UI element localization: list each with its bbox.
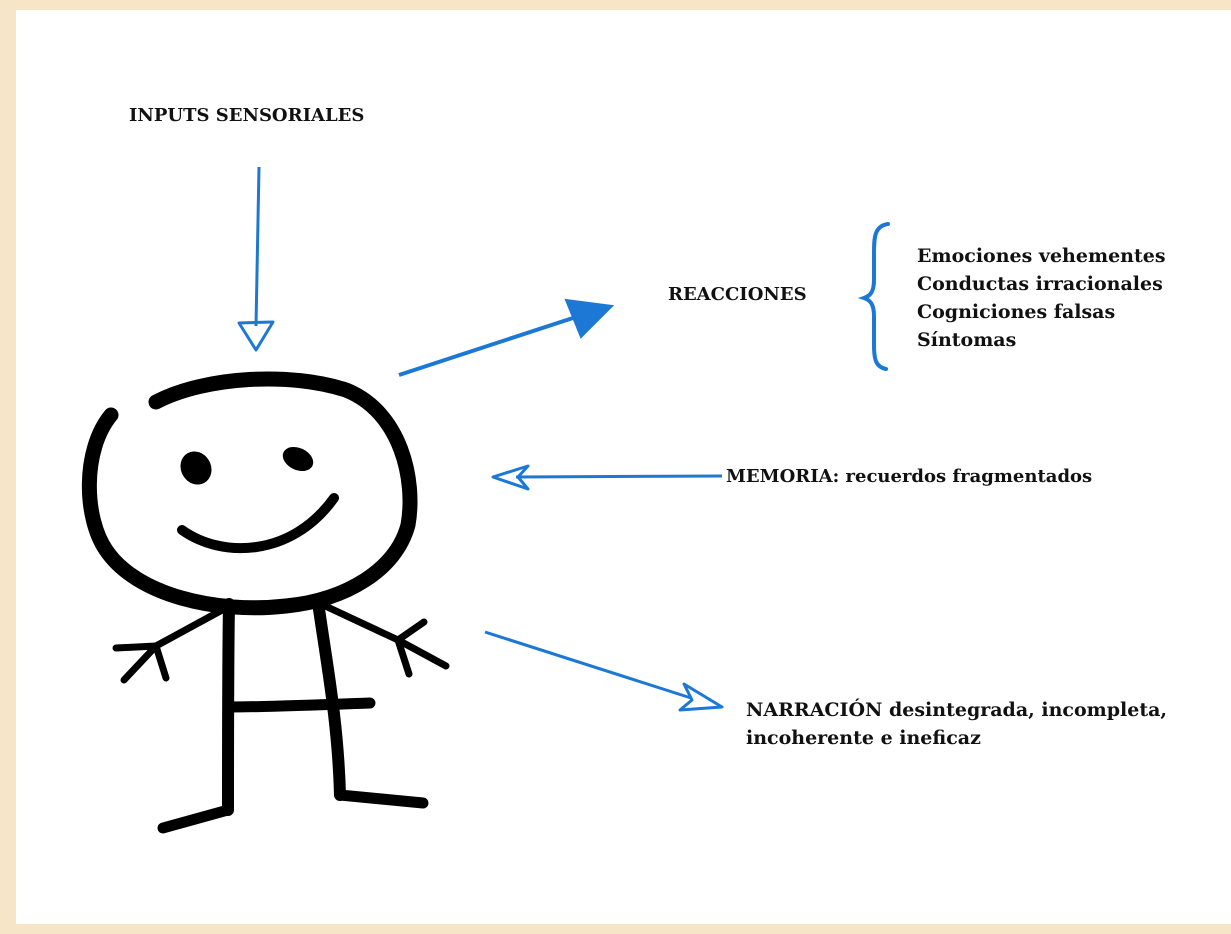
figure-smile <box>177 493 339 554</box>
arrow-to-narracion <box>484 630 724 712</box>
figure-left-foot <box>157 804 234 834</box>
figure-hip <box>223 697 376 713</box>
memoria-label: MEMORIA: recuerdos fragmentados <box>726 466 1093 487</box>
figure-body-right <box>312 596 346 801</box>
arrow-memoria-to-head <box>491 464 723 491</box>
reaction-list: Emociones vehementes Conductas irraciona… <box>917 242 1166 354</box>
figure-right-eye <box>282 446 314 472</box>
narracion-label: NARRACIÓN desintegrada, incompleta, inco… <box>746 699 1168 749</box>
diagram-drawing <box>81 166 890 834</box>
reaction-item: Síntomas <box>917 329 1017 351</box>
figure-right-hand <box>394 618 450 678</box>
figure-head <box>81 371 418 616</box>
reaction-item: Emociones vehementes <box>917 245 1166 267</box>
arrow-inputs-to-head <box>237 166 275 352</box>
figure-body-left <box>222 598 235 816</box>
reacciones-label: REACCIONES <box>668 284 807 305</box>
figure-left-hand <box>112 642 170 684</box>
figure-left-arm <box>152 605 228 650</box>
reaction-item: Cogniciones falsas <box>917 301 1116 323</box>
reaction-item: Conductas irracionales <box>917 273 1163 295</box>
stick-figure-icon <box>81 371 450 834</box>
inputs-sensoriales-label: INPUTS SENSORIALES <box>129 105 365 126</box>
curly-brace-icon <box>857 222 890 371</box>
figure-left-eye <box>180 451 212 485</box>
figure-right-foot <box>334 789 429 809</box>
figure-right-arm <box>317 600 402 644</box>
arrow-to-reacciones <box>398 298 615 377</box>
